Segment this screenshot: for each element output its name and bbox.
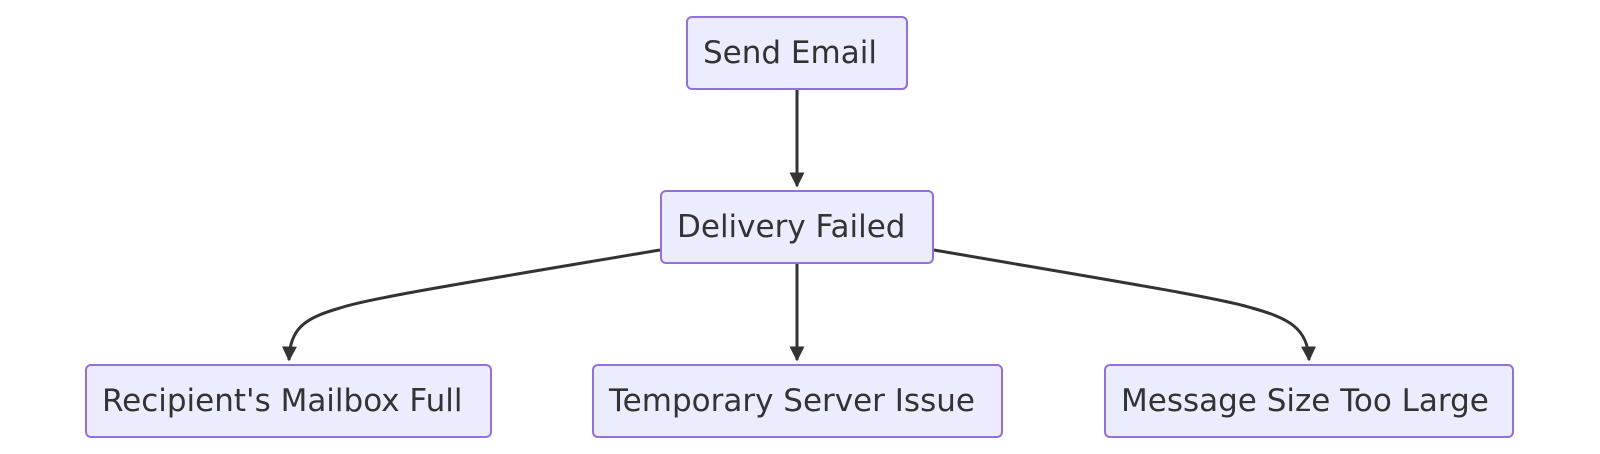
node-label: Send Email [703, 34, 877, 71]
node-send-email: Send Email [686, 16, 908, 90]
node-label: Delivery Failed [677, 208, 906, 245]
node-size-too-large: Message Size Too Large [1104, 364, 1514, 438]
edge-delivery-failed-to-size-too-large [933, 248, 1317, 362]
node-server-issue: Temporary Server Issue [592, 364, 1003, 438]
node-delivery-failed: Delivery Failed [660, 190, 934, 264]
node-mailbox-full: Recipient's Mailbox Full [85, 364, 492, 438]
node-label: Recipient's Mailbox Full [102, 382, 463, 419]
edge-delivery-failed-to-mailbox-full [281, 248, 661, 362]
node-label: Temporary Server Issue [609, 382, 975, 419]
node-label: Message Size Too Large [1121, 382, 1489, 419]
